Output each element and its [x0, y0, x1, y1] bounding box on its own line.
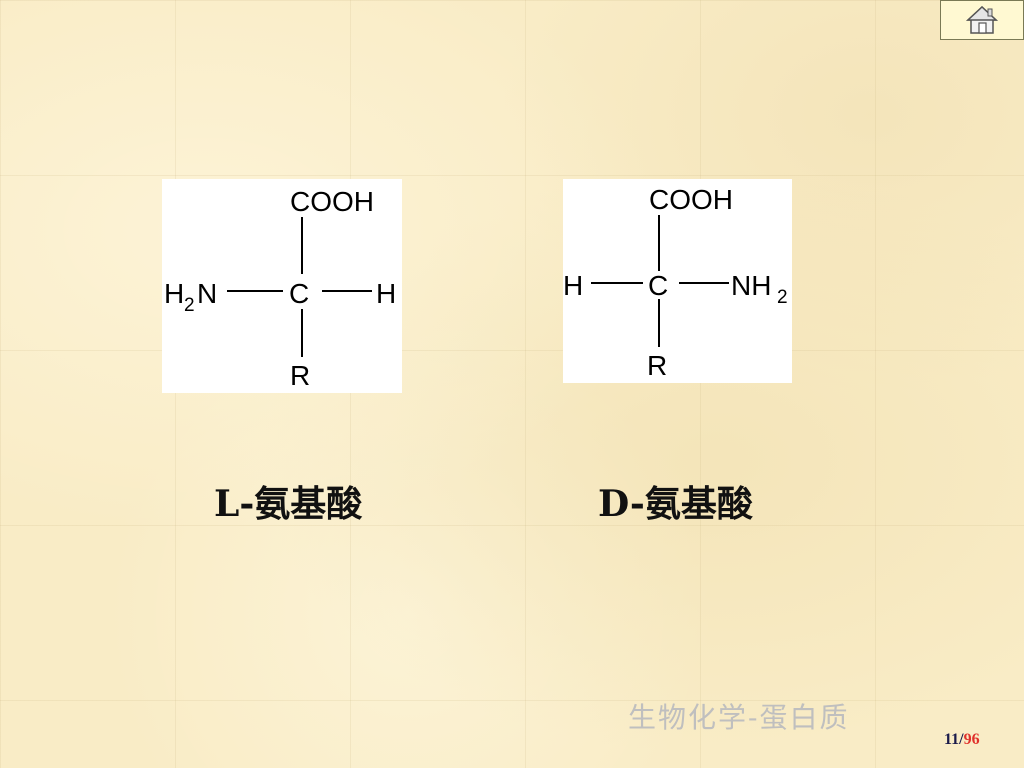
- d-center-carbon: C: [648, 270, 668, 301]
- d-left-h: H: [563, 270, 583, 301]
- l-left-h: H: [164, 278, 184, 309]
- l-center-carbon: C: [289, 278, 309, 309]
- d-amino-acid-structure: COOH H C NH 2 R: [563, 179, 792, 383]
- l-top-group: COOH: [290, 186, 374, 217]
- page-number: 11/96: [944, 731, 980, 749]
- l-left-subscript: 2: [184, 295, 195, 316]
- home-button[interactable]: [940, 0, 1024, 40]
- course-title: 生物化学-蛋白质: [628, 701, 850, 734]
- d-right-subscript: 2: [777, 287, 788, 308]
- d-right-nh: NH: [731, 270, 771, 301]
- d-top-group: COOH: [649, 184, 733, 215]
- l-left-n: N: [197, 278, 217, 309]
- page-separator: /: [959, 731, 964, 748]
- l-right-h: H: [376, 278, 396, 309]
- l-bottom-r: R: [290, 360, 310, 391]
- d-amino-acid-caption: D-氨基酸: [598, 483, 753, 525]
- house-icon: [966, 5, 998, 34]
- page-total: 96: [963, 731, 980, 748]
- page-current: 11: [944, 731, 960, 748]
- l-amino-acid-structure: COOH H 2 N C H R: [162, 179, 402, 393]
- d-bottom-r: R: [647, 350, 667, 381]
- l-amino-acid-caption: L-氨基酸: [214, 483, 363, 525]
